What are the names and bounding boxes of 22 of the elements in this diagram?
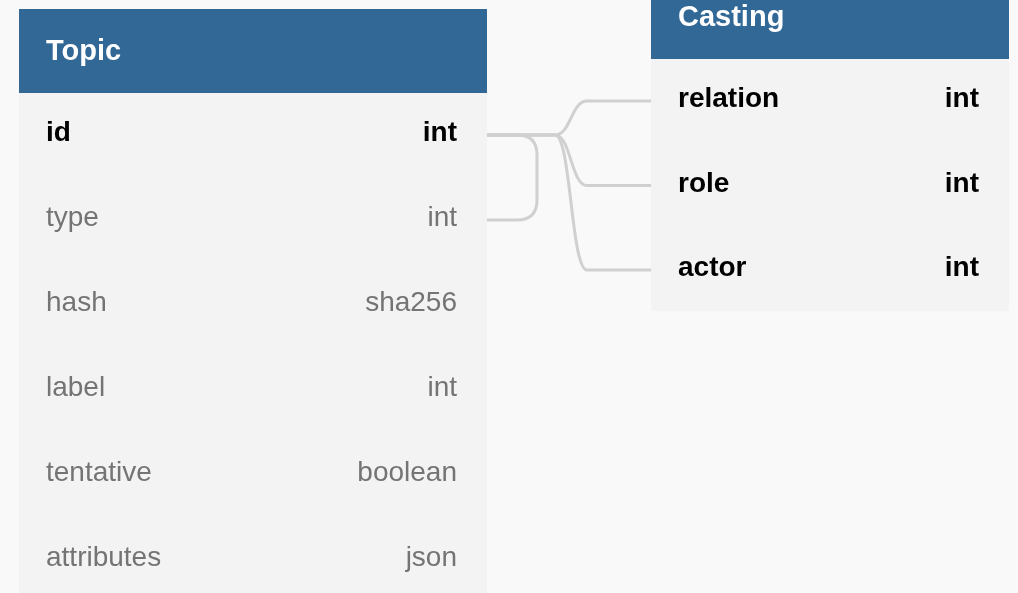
table-card [19,9,487,593]
column-type: int [427,370,457,404]
column-type: int [422,115,457,149]
column-name: role [678,165,730,200]
column-type: int [944,165,979,200]
column-name: attributes [46,540,162,574]
table-card [651,0,1009,311]
table-title: Topic [46,34,122,67]
column-type: int [944,250,979,284]
column-name: label [46,370,106,404]
column-type: json [405,540,457,574]
column-type: sha256 [365,285,457,319]
column-name: tentative [46,455,152,489]
table-title: Casting [678,0,785,33]
column-name: relation [678,81,780,115]
column-name: id [46,115,71,149]
column-type: int [427,200,457,234]
column-name: actor [678,250,747,284]
column-type: boolean [357,455,457,489]
column-type: int [944,81,979,115]
column-name: hash [46,285,107,319]
column-name: type [46,200,99,234]
